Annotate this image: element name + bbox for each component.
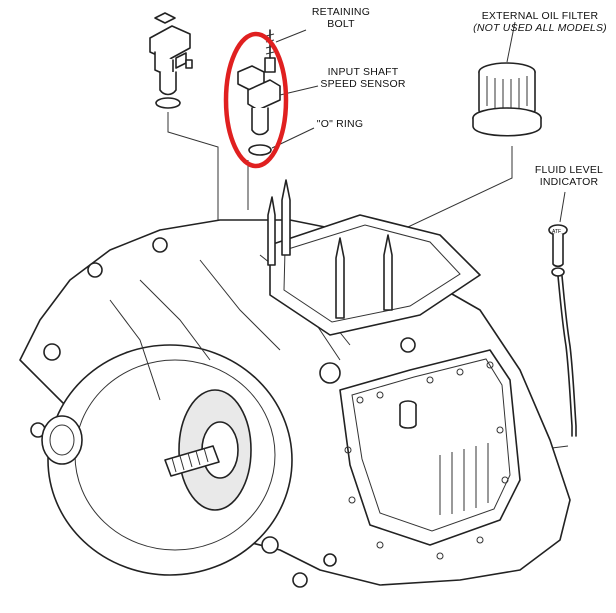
retaining-bolt-label: RETAINING BOLT: [302, 6, 380, 30]
transmission-housing: [19, 179, 571, 588]
input-shaft-speed-sensor-line-2: SPEED SENSOR: [320, 78, 406, 90]
input-shaft-speed-sensor-part: [237, 65, 319, 210]
input-shaft-speed-sensor-label: INPUT SHAFT SPEED SENSOR: [316, 66, 410, 90]
o-ring-text: "O" RING: [316, 118, 364, 130]
fluid-level-indicator-label: FLUID LEVEL INDICATOR: [532, 164, 606, 188]
fluid-level-indicator-line-2: INDICATOR: [539, 176, 599, 188]
highlight-circle: [223, 31, 289, 169]
external-oil-filter-part: [341, 21, 542, 259]
external-oil-filter-line-1: EXTERNAL OIL FILTER: [481, 10, 599, 22]
output-speed-sensor-part: [149, 12, 219, 227]
external-oil-filter-line-2: (NOT USED ALL MODELS): [473, 22, 607, 34]
retaining-bolt-line-2: BOLT: [327, 18, 355, 30]
o-ring-label: "O" RING: [312, 118, 368, 130]
external-oil-filter-label: EXTERNAL OIL FILTER (NOT USED ALL MODELS…: [472, 10, 608, 34]
dipstick-marking: ATF: [552, 229, 561, 235]
retaining-bolt-part: [264, 29, 307, 73]
fluid-level-indicator-line-1: FLUID LEVEL: [534, 164, 604, 176]
input-shaft-speed-sensor-line-1: INPUT SHAFT: [327, 66, 399, 78]
retaining-bolt-line-1: RETAINING: [311, 6, 371, 18]
